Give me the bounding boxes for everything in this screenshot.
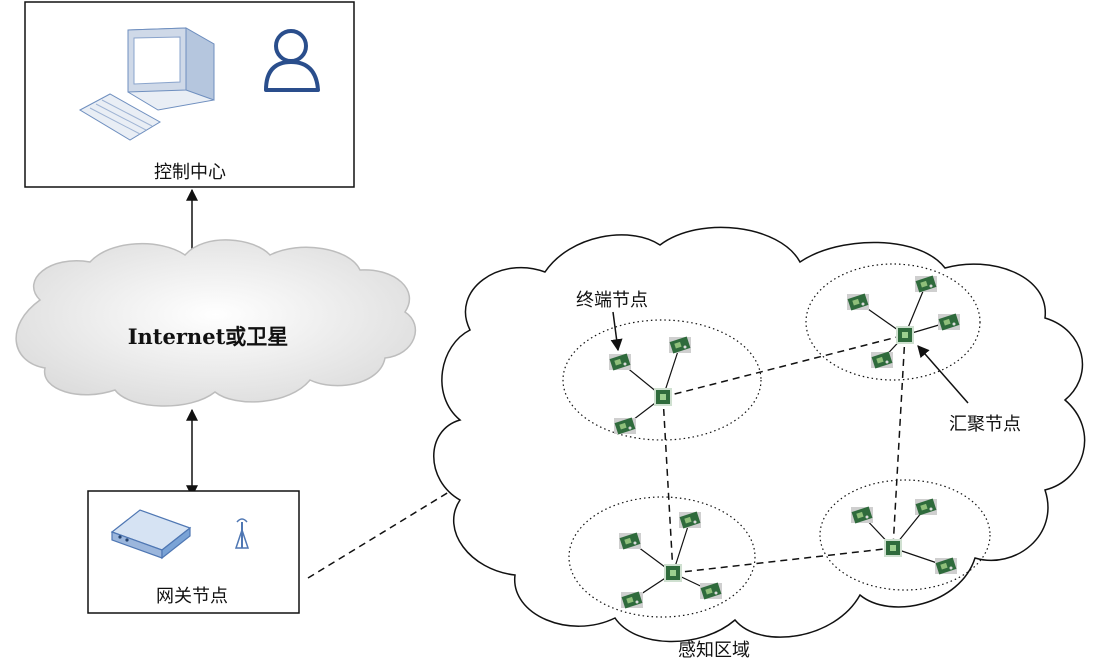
cluster-head-icon (654, 388, 672, 406)
cluster-head-icon (896, 326, 914, 344)
cluster-bottom-right (819, 479, 991, 591)
cluster-top-right (805, 263, 981, 381)
user-icon (264, 29, 320, 92)
sensor-node-icon (621, 591, 643, 609)
sensor-node-icon (938, 313, 960, 331)
sensing-area-label: 感知区域 (678, 640, 750, 661)
link-c3-c4 (672, 547, 894, 574)
cluster-links (662, 334, 906, 574)
gateway-label: 网关节点 (156, 586, 228, 607)
sensor-node-icon (915, 275, 937, 293)
internet-cloud: Internet或卫星 (15, 239, 416, 407)
computer-icon (78, 27, 215, 141)
sensor-node-icon (614, 417, 636, 435)
control-center-box: 控制中心 (24, 1, 355, 188)
cluster-top-left (562, 319, 762, 441)
sensor-node-icon (619, 532, 641, 550)
sink-node-callout: 汇聚节点 (917, 345, 1021, 435)
gateway-node-box: 网关节点 (87, 490, 300, 614)
link-c1-c2 (662, 334, 906, 398)
sensor-node-icon (871, 351, 893, 369)
sensor-node-icon (700, 582, 722, 600)
sensing-area-cloud: 感知区域 (433, 226, 1086, 661)
end-node-callout: 终端节点 (576, 290, 648, 352)
sensor-node-icon (935, 557, 957, 575)
sensor-node-icon (847, 293, 869, 311)
sink-node-label: 汇聚节点 (949, 414, 1021, 435)
cluster-head-icon (884, 539, 902, 557)
internet-label: Internet或卫星 (128, 324, 289, 349)
sensor-node-icon (915, 498, 937, 516)
antenna-icon (234, 518, 250, 549)
sensor-node-icon (609, 353, 631, 371)
sensor-node-icon (851, 506, 873, 524)
link-c1-c3 (662, 396, 674, 574)
cluster-bottom-left (568, 496, 756, 618)
sensor-node-icon (669, 336, 691, 354)
cluster-head-icon (664, 564, 682, 582)
router-icon (110, 509, 192, 560)
sensor-node-icon (679, 511, 701, 529)
link-gateway-cluster (307, 414, 576, 579)
control-center-label: 控制中心 (154, 162, 226, 183)
end-node-label: 终端节点 (576, 290, 648, 311)
